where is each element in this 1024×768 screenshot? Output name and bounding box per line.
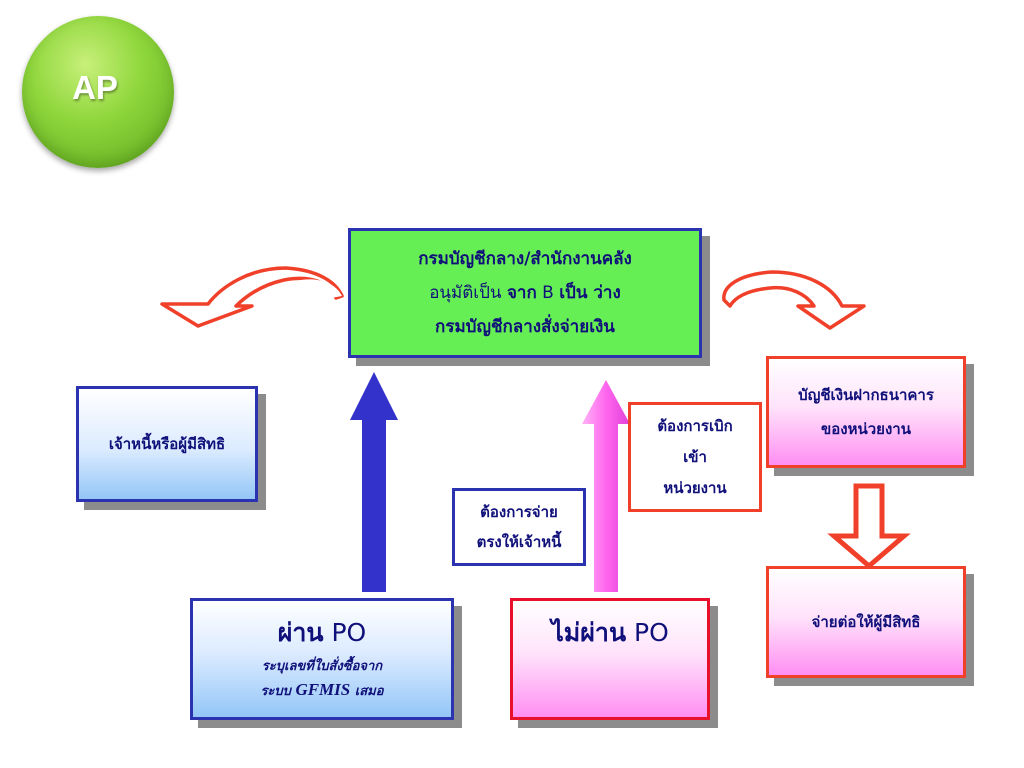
ap-badge-label: AP bbox=[72, 69, 118, 106]
right-curved-arrow bbox=[722, 270, 866, 330]
withdraw-line-2: เข้า bbox=[683, 447, 707, 466]
bank-account-box: บัญชีเงินฝากธนาคาร ของหน่วยงาน bbox=[766, 356, 966, 468]
direct-pay-line-2: ตรงให้เจ้าหนี้ bbox=[476, 533, 562, 551]
center-line-1: กรมบัญชีกลาง/สำนักงานคลัง bbox=[418, 249, 632, 269]
center-line-2: อนุมัติเป็น จาก B เป็น ว่าง bbox=[429, 276, 621, 310]
via-po-note-line-1: ระบุเลขที่ใบสั่งซื้อจาก bbox=[261, 659, 383, 674]
pay-label: จ่ายต่อให้ผู้มีสิทธิ bbox=[811, 613, 921, 631]
withdraw-line-3: หน่วยงาน bbox=[663, 478, 727, 497]
via-po-note-line-2: ระบบ GFMIS เสมอ bbox=[260, 678, 383, 703]
not-via-po-title-th: ไม่ผ่าน bbox=[551, 618, 627, 647]
central-comptroller-box: กรมบัญชีกลาง/สำนักงานคลัง อนุมัติเป็น จา… bbox=[348, 228, 702, 358]
left-curved-arrow bbox=[160, 266, 344, 328]
center-line-2-to: เป็น ว่าง bbox=[559, 283, 621, 303]
via-po-note-gfmis: GFMIS bbox=[295, 680, 351, 699]
pay-beneficiary-box: จ่ายต่อให้ผู้มีสิทธิ bbox=[766, 566, 966, 678]
down-hollow-arrow bbox=[827, 483, 911, 570]
blue-up-arrow bbox=[350, 372, 398, 592]
via-po-box: ผ่าน PO ระบุเลขที่ใบสั่งซื้อจาก ระบบ GFM… bbox=[190, 598, 454, 720]
pink-up-arrow bbox=[582, 380, 630, 592]
creditor-label: เจ้าหนี้หรือผู้มีสิทธิ bbox=[108, 435, 226, 453]
via-po-title-en: PO bbox=[331, 618, 367, 647]
not-via-po-title: ไม่ผ่าน PO bbox=[551, 615, 669, 651]
center-line-2-from: จาก bbox=[506, 283, 537, 303]
bank-line-1: บัญชีเงินฝากธนาคาร bbox=[798, 386, 934, 404]
via-po-title: ผ่าน PO bbox=[278, 615, 367, 651]
not-via-po-box: ไม่ผ่าน PO bbox=[510, 598, 710, 720]
direct-pay-line-1: ต้องการจ่าย bbox=[480, 503, 558, 521]
withdraw-label: ต้องการเบิก เข้า หน่วยงาน bbox=[628, 402, 762, 512]
ap-badge: AP bbox=[22, 16, 174, 168]
via-po-title-th: ผ่าน bbox=[277, 618, 324, 647]
not-via-po-title-en: PO bbox=[634, 618, 669, 647]
withdraw-line-1: ต้องการเบิก bbox=[657, 416, 733, 435]
creditor-box: เจ้าหนี้หรือผู้มีสิทธิ bbox=[76, 386, 258, 502]
bank-line-2: ของหน่วยงาน bbox=[821, 420, 911, 438]
direct-pay-label: ต้องการจ่าย ตรงให้เจ้าหนี้ bbox=[452, 488, 586, 566]
center-line-3: กรมบัญชีกลางสั่งจ่ายเงิน bbox=[435, 317, 615, 337]
center-line-2-b: B bbox=[542, 283, 554, 303]
via-po-note-suffix: เสมอ bbox=[354, 684, 384, 699]
via-po-note: ระบุเลขที่ใบสั่งซื้อจาก ระบบ GFMIS เสมอ bbox=[260, 655, 383, 703]
center-line-2-prefix: อนุมัติเป็น bbox=[429, 283, 502, 303]
via-po-note-prefix: ระบบ bbox=[260, 684, 291, 699]
